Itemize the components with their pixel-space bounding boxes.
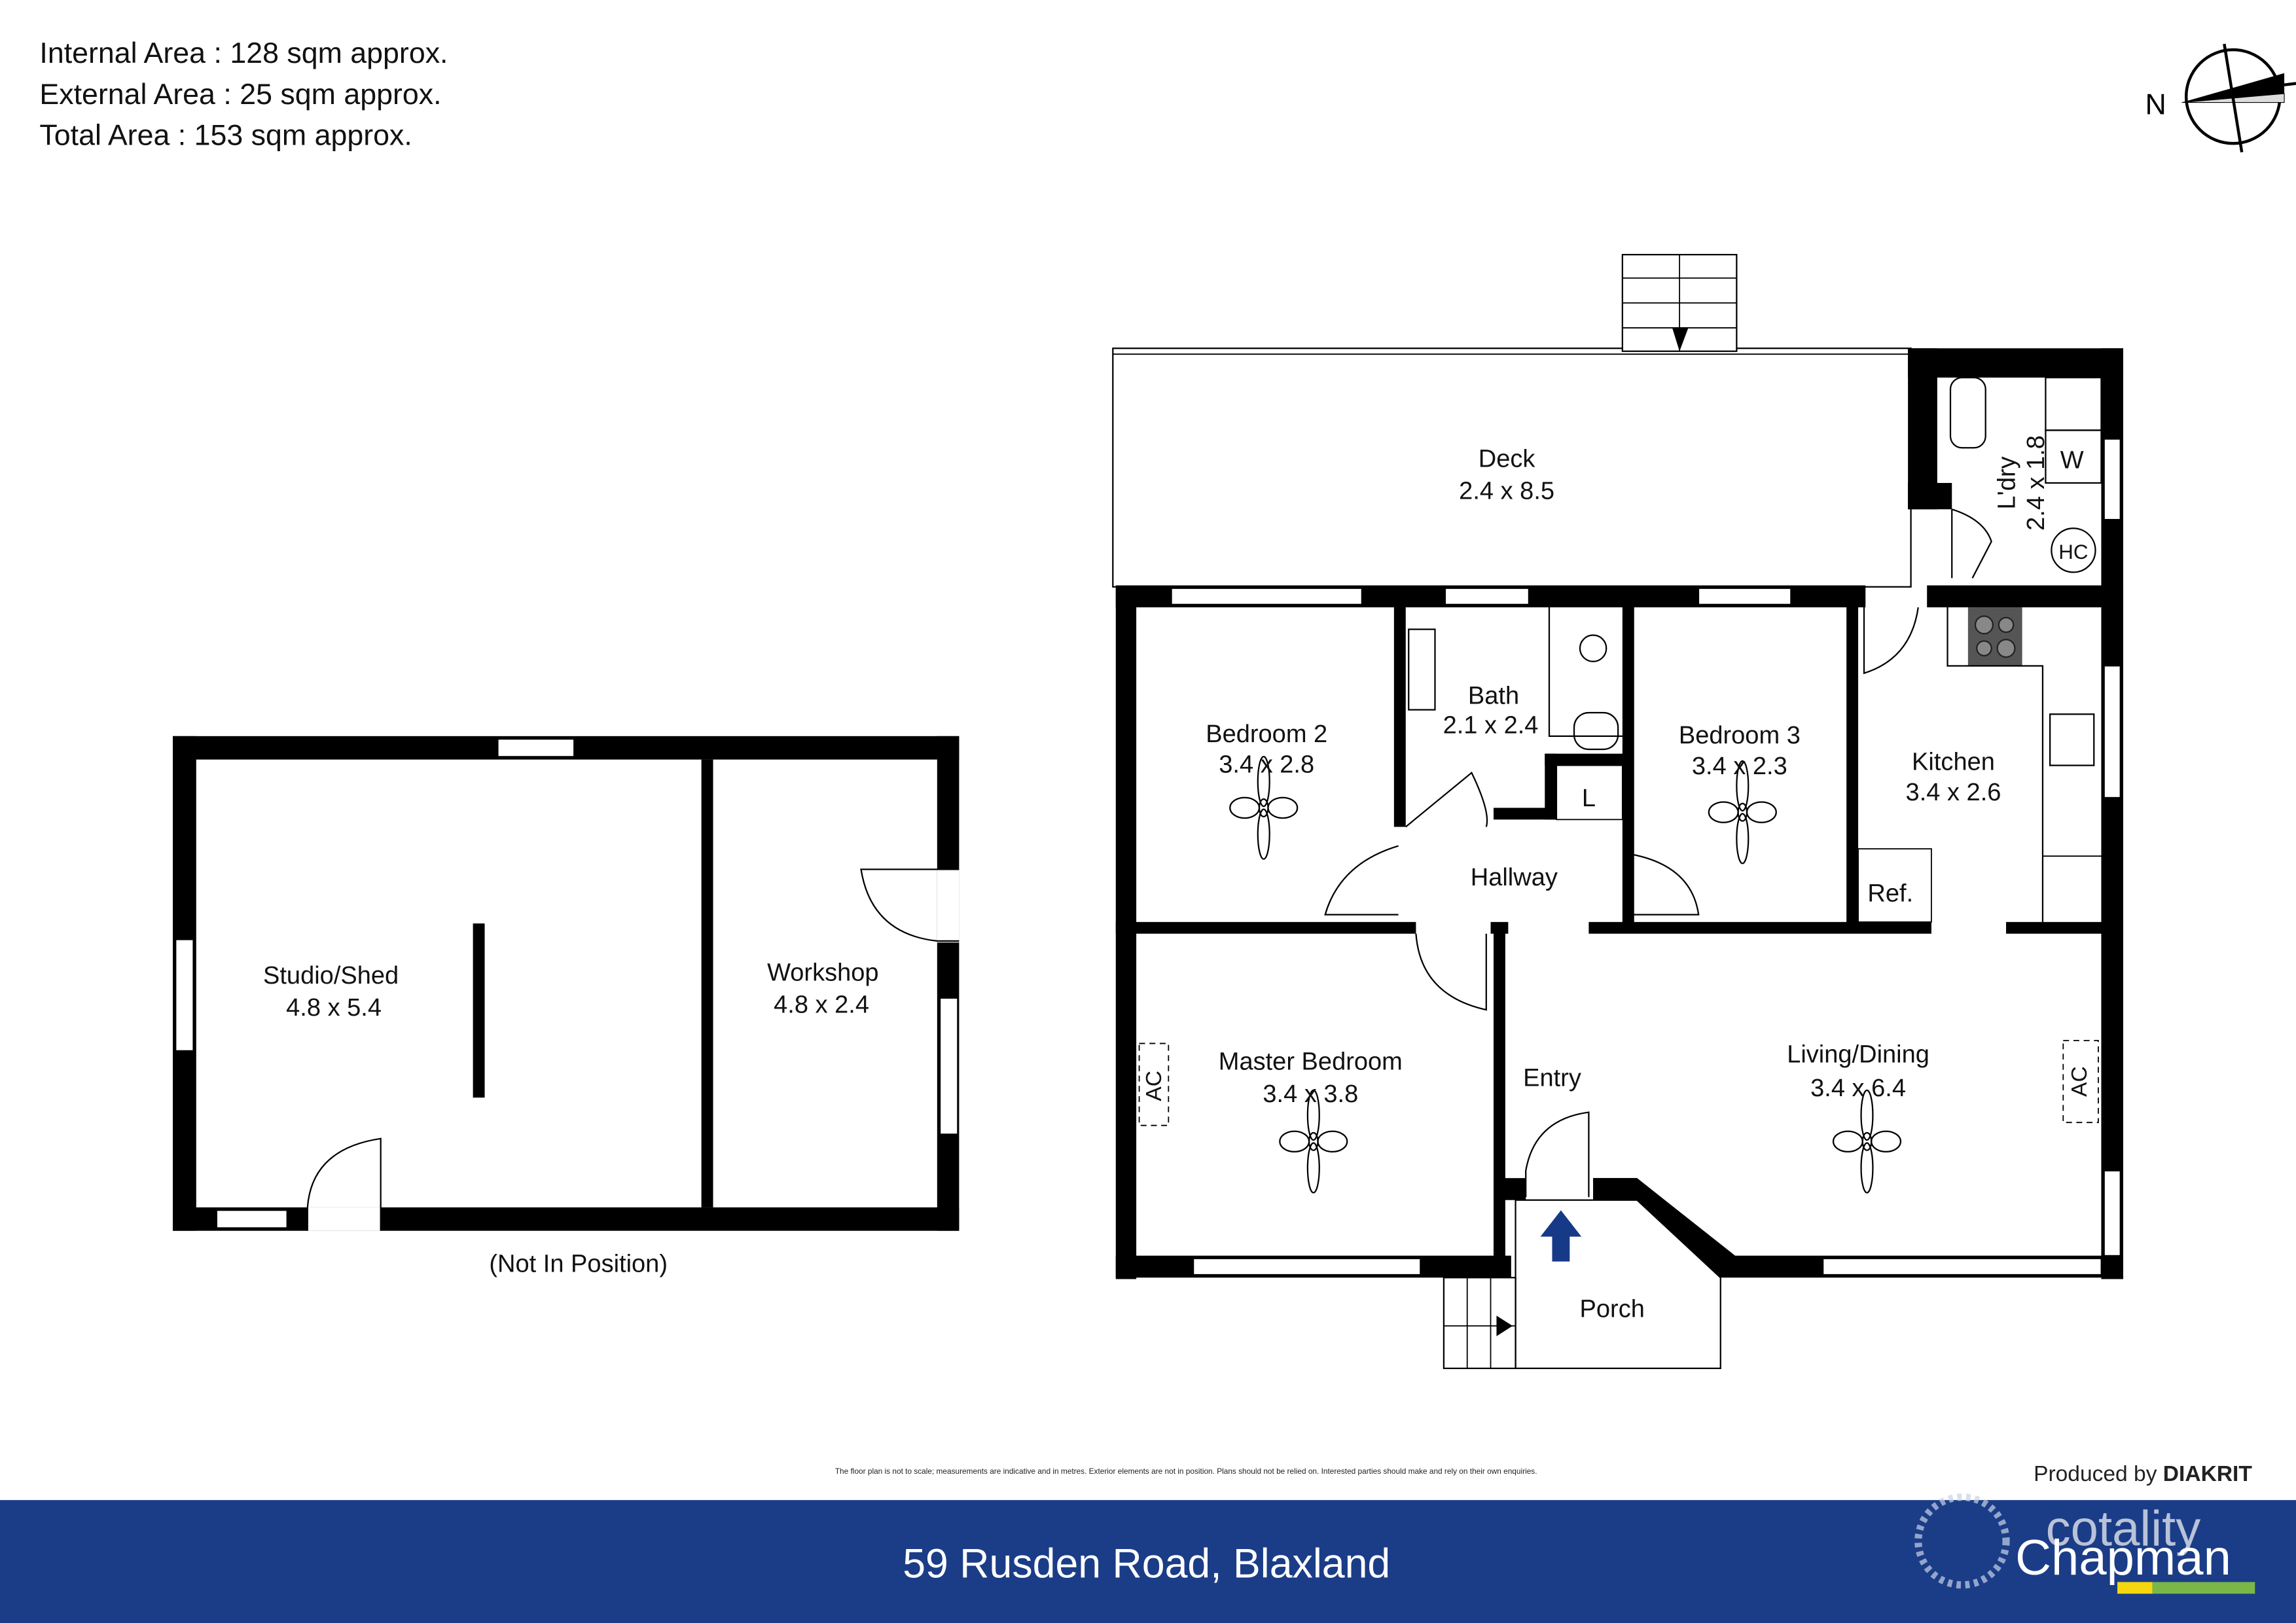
ceiling-fan-icon (1229, 756, 1299, 860)
window (216, 1209, 288, 1229)
aircon-label: AC (2068, 1066, 2092, 1097)
footer-bar: 59 Rusden Road, Blaxland cotality Chapma… (0, 1493, 2296, 1623)
room-dims: 4.8 x 5.4 (286, 994, 382, 1022)
compass-label: N (2145, 88, 2166, 120)
porch-stairs-arrow-icon (1496, 1315, 1513, 1336)
window (1444, 588, 1530, 605)
external-area: External Area : 25 sqm approx. (39, 79, 441, 111)
main-house: Deck 2.4 x 8.5 L'dry 2.4 x 1.8 Bedroom 2… (1112, 253, 2124, 1370)
hot-water-cylinder-icon (2051, 527, 2096, 573)
toilet-icon (1949, 376, 1986, 449)
north-arrow-compass-icon: N (2145, 43, 2296, 152)
room-name: Deck (1479, 445, 1536, 473)
room-dims: 2.4 x 1.8 (2022, 435, 2050, 531)
room-name: Entry (1523, 1064, 1581, 1092)
kitchen-sink-icon (2049, 713, 2095, 766)
toilet-icon (1573, 711, 1619, 751)
studio-door[interactable] (306, 1137, 382, 1231)
fridge-label: Ref. (1867, 880, 1913, 908)
workshop-door[interactable] (860, 868, 960, 942)
washer-label: W (2060, 447, 2084, 474)
internal-area: Internal Area : 128 sqm approx. (39, 37, 448, 69)
window (1170, 588, 1363, 605)
shower-screen (1548, 607, 1623, 737)
internal-partition (473, 923, 485, 1098)
ceiling-fan-icon (1279, 1089, 1348, 1194)
bedroom3-door[interactable] (1625, 852, 1700, 916)
logo-bottom-text: Chapman (2015, 1530, 2231, 1586)
room-dims: 3.4 x 3.8 (1263, 1080, 1358, 1108)
total-area: Total Area : 153 sqm approx. (39, 119, 412, 151)
ceiling-fan-icon (1708, 760, 1777, 865)
kitchen-door[interactable] (1863, 607, 1919, 675)
logo-globe-icon (1914, 1493, 2010, 1589)
room-dims: 3.4 x 2.6 (1906, 779, 2001, 806)
room-name: Porch (1580, 1296, 1645, 1323)
producer-credit: Produced by DIAKRIT (2034, 1462, 2252, 1486)
window (2104, 1170, 2121, 1257)
cooktop-icon (1967, 607, 2022, 666)
logo-top-text: cotality (2046, 1501, 2201, 1556)
laundry-door[interactable] (1951, 508, 1992, 579)
not-in-position-note: (Not In Position) (489, 1250, 668, 1277)
deck-stairs (1621, 253, 1738, 352)
agency-logo: cotality Chapman (1914, 1493, 2255, 1594)
washer-box (2045, 429, 2102, 484)
logo-stripe-green (2152, 1582, 2255, 1594)
deck-area (1112, 348, 1912, 588)
linen-cupboard (1556, 764, 1623, 821)
room-name: Workshop (767, 959, 878, 986)
room-name: Bedroom 2 (1206, 721, 1327, 748)
logo-stripe-yellow (2117, 1582, 2153, 1594)
room-dims: 2.1 x 2.4 (1443, 711, 1539, 739)
window (2104, 438, 2121, 520)
aircon-label: AC (1142, 1071, 1166, 1101)
bedroom2-door[interactable] (1324, 845, 1399, 916)
fridge-space (1857, 848, 1932, 923)
room-name: L'dry (1993, 456, 2020, 509)
vanity-icon (1408, 628, 1436, 711)
entry-door[interactable] (1525, 1111, 1590, 1198)
window (2104, 665, 2121, 798)
property-address: 59 Rusden Road, Blaxland (903, 1541, 1390, 1587)
room-name: Studio/Shed (263, 962, 399, 990)
laundry-tub-icon (2045, 376, 2102, 431)
aircon-unit (1138, 1043, 1170, 1126)
window (939, 997, 959, 1135)
window (1698, 588, 1792, 605)
outbuilding: Studio/Shed 4.8 x 5.4 Workshop 4.8 x 2.4… (172, 736, 960, 1277)
shower-head-icon (1579, 634, 1607, 662)
room-dims: 4.8 x 2.4 (774, 991, 869, 1018)
room-dims: 3.4 x 2.3 (1692, 753, 1787, 780)
disclaimer: The floor plan is not to scale; measurem… (835, 1467, 1537, 1476)
hot-water-label: HC (2058, 541, 2088, 563)
room-dims: 3.4 x 6.4 (1810, 1075, 1906, 1102)
aircon-unit (2062, 1040, 2099, 1124)
room-name: Kitchen (1912, 748, 1995, 776)
room-name: Master Bedroom (1219, 1048, 1403, 1076)
window (497, 738, 575, 758)
linen-label: L (1582, 785, 1596, 812)
stairs-arrow-icon (1672, 327, 1689, 351)
entrance-arrow-icon (1540, 1210, 1582, 1262)
master-bedroom-door[interactable] (1415, 933, 1487, 1011)
window (175, 938, 194, 1052)
room-name: Hallway (1471, 864, 1558, 891)
bath-door[interactable] (1405, 771, 1488, 828)
porch-area (1443, 1199, 1721, 1370)
window (1822, 1258, 2102, 1275)
room-name: Bath (1468, 683, 1519, 710)
area-summary: Internal Area : 128 sqm approx. External… (39, 37, 448, 151)
window (1193, 1258, 1422, 1275)
room-name: Bedroom 3 (1679, 722, 1801, 749)
room-name: Living/Dining (1787, 1041, 1929, 1069)
room-dims: 2.4 x 8.5 (1459, 478, 1554, 505)
kitchen-bench (1946, 607, 2044, 922)
room-dims: 3.4 x 2.8 (1219, 751, 1314, 779)
ceiling-fan-icon (1832, 1089, 1902, 1194)
